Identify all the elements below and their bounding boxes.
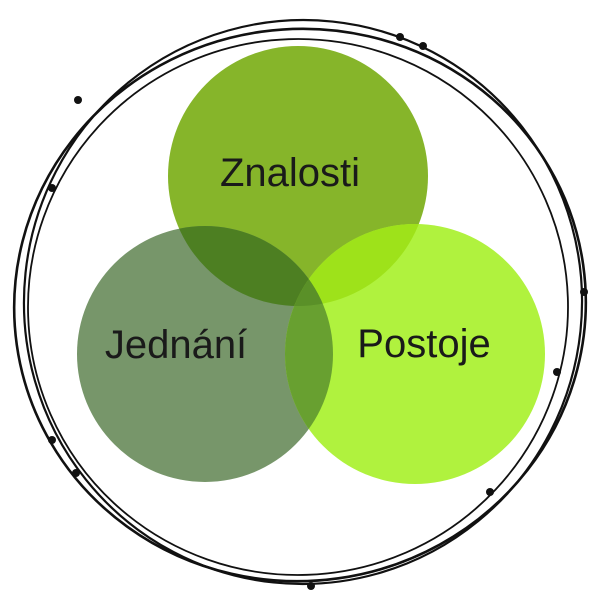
- frame-dot: [553, 368, 561, 376]
- frame-dot: [48, 184, 56, 192]
- frame-dot: [419, 42, 427, 50]
- frame-dot: [580, 288, 588, 296]
- frame-dot: [74, 96, 82, 104]
- frame-dot: [486, 488, 494, 496]
- frame-dot: [396, 33, 404, 41]
- frame-dot: [48, 436, 56, 444]
- overlap-top-right: [285, 224, 428, 306]
- frame-ring-3: [27, 38, 569, 576]
- overlap-top-left: [168, 226, 333, 306]
- label-postoje: Postoje: [357, 322, 490, 366]
- label-znalosti: Znalosti: [220, 151, 360, 195]
- frame-dot: [307, 582, 315, 590]
- label-jednani: Jednání: [105, 323, 247, 367]
- frame-dot: [72, 469, 80, 477]
